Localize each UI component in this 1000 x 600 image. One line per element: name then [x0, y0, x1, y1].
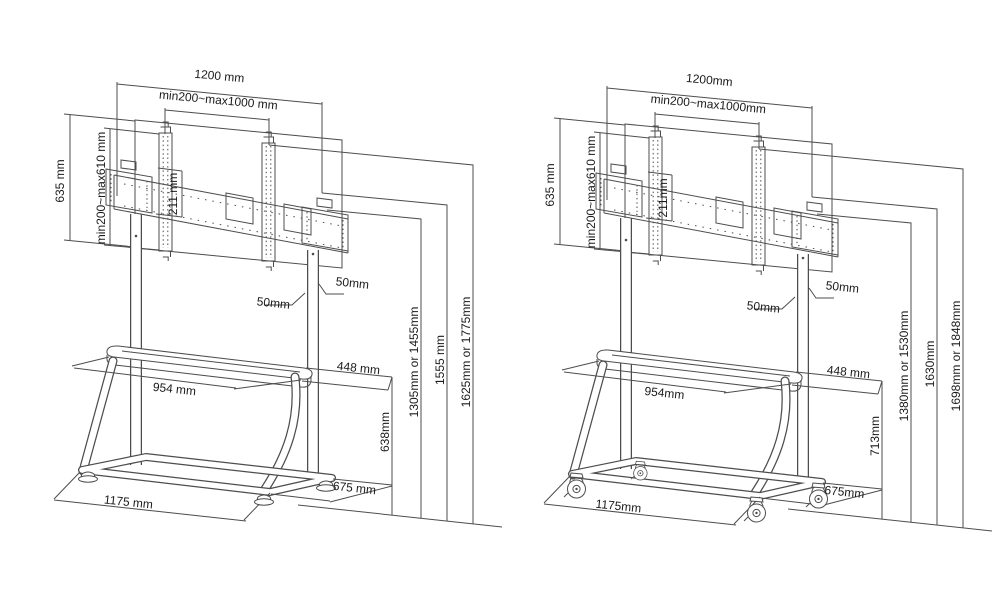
stand-diagram-left: 1200 mm min200~max1000 mm 635 mm min200~…	[53, 67, 502, 527]
dim-offset-left: 50mm	[746, 298, 781, 315]
dim-height-low: 1380mm or 1530mm	[897, 311, 911, 422]
stand-diagram-right: 1200mm min200~max1000mm 635 mm min200~ma…	[543, 71, 992, 531]
foot-front-right	[254, 494, 274, 506]
dim-shelf-width: 954 mm	[152, 380, 197, 398]
dim-height-high: 1625mm or 1775mm	[459, 297, 473, 408]
dim-offset-right: 50mm	[335, 274, 370, 291]
dim-base-depth: 675mm	[824, 483, 865, 501]
dim-offset-left: 50mm	[256, 294, 291, 311]
dim-shelf-width: 954mm	[644, 384, 685, 402]
dim-panel-height: 635 mm	[543, 163, 557, 206]
dim-height-high: 1698mm or 1848mm	[949, 301, 963, 412]
dim-vesa-width: min200~max1000mm	[650, 92, 767, 117]
dim-top-width: 1200 mm	[194, 67, 245, 86]
dim-height-mid: 1555 mm	[433, 335, 447, 385]
dim-top-width: 1200mm	[685, 71, 733, 89]
dim-vesa-width: min200~max1000 mm	[158, 88, 278, 113]
dimension-labels-left: 1200 mm min200~max1000 mm 635 mm min200~…	[53, 67, 473, 512]
dim-base-depth: 675 mm	[332, 479, 377, 497]
caster-front-left	[563, 472, 586, 499]
dim-panel-height: 635 mm	[53, 159, 67, 202]
dim-vesa-height: min200~max610 mm	[94, 132, 108, 244]
dim-base-width: 1175mm	[595, 497, 642, 516]
dim-bracket-height: 211 mm	[166, 173, 180, 215]
dim-offset-right: 50mm	[825, 278, 860, 295]
dimension-labels-right: 1200mm min200~max1000mm 635 mm min200~ma…	[543, 71, 963, 515]
dim-shelf-depth: 448 mm	[336, 359, 381, 377]
dim-bracket-height: 211mm	[656, 178, 670, 217]
dim-height-low: 1305mm or 1455mm	[407, 307, 421, 418]
dim-height-mid: 1630mm	[923, 341, 937, 388]
dim-shelf-height: 638mm	[378, 412, 392, 452]
dim-shelf-height: 713mm	[868, 416, 882, 456]
caster-front-right	[743, 496, 766, 523]
dim-shelf-depth: 448 mm	[826, 363, 871, 381]
dim-vesa-height: min200~max610 mm	[584, 136, 598, 248]
dim-base-width: 1175 mm	[103, 492, 153, 511]
